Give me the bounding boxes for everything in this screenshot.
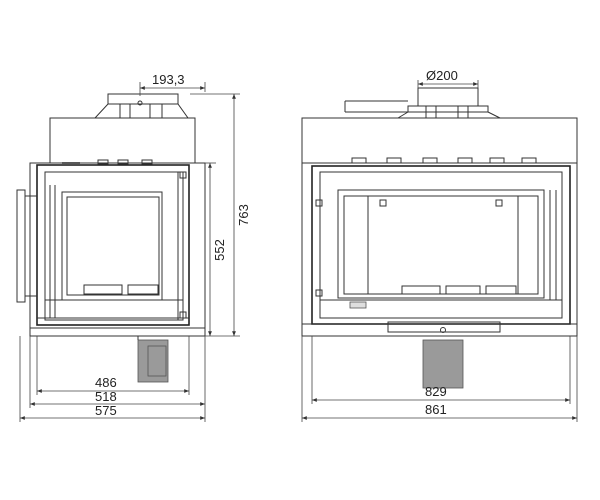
dim-body-height-label: 552 <box>212 239 227 261</box>
dim-total-height: 763 <box>190 93 251 337</box>
side-air-intake <box>137 336 169 383</box>
dim-flue-diameter: Ø200 <box>417 68 479 88</box>
front-ash-plate <box>301 321 578 337</box>
dim-width-829-label: 829 <box>425 384 447 399</box>
dim-width-861-label: 861 <box>425 402 447 417</box>
dim-flue-offset-label: 193,3 <box>152 72 185 87</box>
front-air-intake <box>422 339 464 389</box>
dim-width-518-label: 518 <box>95 389 117 404</box>
front-flue-collar <box>344 87 501 119</box>
front-top-vents <box>351 157 537 164</box>
dim-body-height: 552 <box>205 162 227 336</box>
dim-width-486-label: 486 <box>95 375 117 390</box>
dim-total-height-label: 763 <box>236 204 251 226</box>
side-body <box>29 159 206 337</box>
dim-flue-diameter-label: Ø200 <box>426 68 458 83</box>
dim-side-widths: 486 518 575 <box>19 336 206 422</box>
side-view: 193,3 763 552 486 518 575 <box>16 72 251 422</box>
side-flue-collar <box>93 93 189 119</box>
front-view: Ø200 829 861 <box>301 68 578 422</box>
dim-flue-offset: 193,3 <box>139 72 206 96</box>
dim-width-575-label: 575 <box>95 403 117 418</box>
dim-front-widths: 829 861 <box>301 336 578 422</box>
side-upper-box <box>49 117 196 164</box>
front-door <box>311 165 571 325</box>
front-outer-frame <box>301 117 578 337</box>
side-door-handle <box>16 189 37 303</box>
